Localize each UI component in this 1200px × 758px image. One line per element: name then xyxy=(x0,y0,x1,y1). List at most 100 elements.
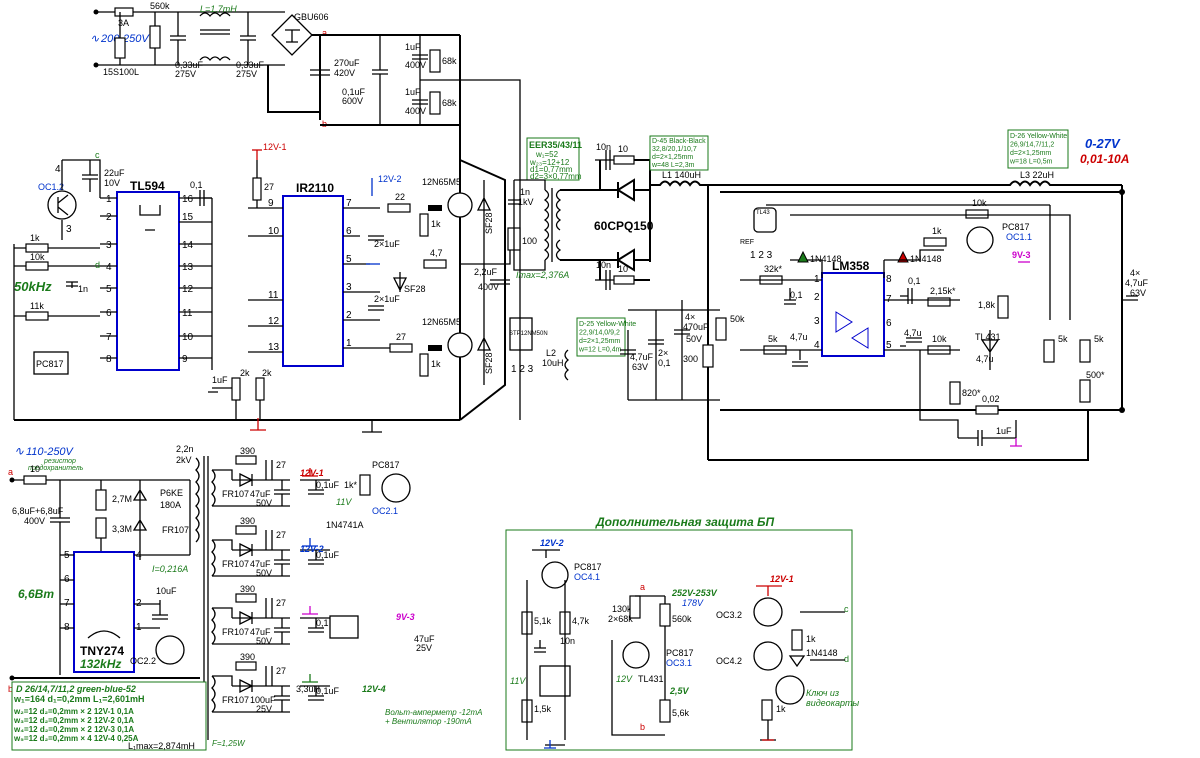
prot-252v: 252V-253V xyxy=(671,588,718,598)
c01-lm-label: 0,1 xyxy=(790,290,803,300)
tny274-frequency: 132kHz xyxy=(80,657,121,671)
l1-spec-box xyxy=(649,135,709,171)
prot-oc42: OC4.2 xyxy=(716,656,742,666)
fan-note: + Вентилятор -190mA xyxy=(385,717,472,726)
prot-node-d: d xyxy=(844,654,849,664)
fr107-label: FR107 xyxy=(222,489,249,499)
prot-r560: 560k xyxy=(672,614,692,624)
stp12-label: STP12NM50N xyxy=(509,331,548,337)
bulk-c3-label: 1uF xyxy=(405,42,421,52)
standby-rail3: 9V-3 xyxy=(396,612,415,622)
cx2-label: 0,33uF xyxy=(236,60,265,70)
r100-label: 100 xyxy=(522,236,537,246)
mosfet-high xyxy=(447,192,473,218)
r11k-tl-label: 11k xyxy=(30,301,44,311)
standby-lmax: L₁max=2,874mH xyxy=(128,741,195,751)
standby-power: 6,6Вт xyxy=(18,587,54,601)
standby-rail4: 12V-4 xyxy=(362,684,386,694)
prot-oc41: OC4.1 xyxy=(574,572,600,582)
tl594-pin-left: 2 xyxy=(106,212,112,223)
l2-spec-box xyxy=(576,317,626,357)
tl594-pin-left: 7 xyxy=(106,332,112,343)
prot-oc32: OC3.2 xyxy=(716,610,742,620)
c1n-tl-label: 1n xyxy=(78,284,88,294)
discharge-resistor-label: 560k xyxy=(150,1,170,11)
l3-spec-box xyxy=(1007,129,1069,169)
varistor-label: 15S100L xyxy=(103,67,139,77)
standby-cin-label: 6,8uF+6,8uF xyxy=(12,506,64,516)
c47b-voltage: 25V xyxy=(416,643,432,653)
prot-r1k: 1k xyxy=(806,634,816,644)
d1n-out-label: 1N4148 xyxy=(810,254,842,264)
svg-text:5: 5 xyxy=(886,340,892,351)
c47-out-label: 4,7uF xyxy=(630,352,654,362)
c-out-voltage: 25V xyxy=(256,704,272,714)
tl594-pin-left: 5 xyxy=(106,284,112,295)
bulk-c2-label: 0,1uF xyxy=(342,87,366,97)
c470-label: 4× xyxy=(685,312,695,322)
c2x1a-label: 2×1uF xyxy=(374,239,400,249)
c-out-voltage: 50V xyxy=(256,568,272,578)
c-out-label: 47uF xyxy=(250,627,271,637)
l2-value: 10uH xyxy=(542,358,564,368)
prot-r15k: 1,5k xyxy=(534,704,552,714)
tl43-label: TL43 xyxy=(756,210,770,216)
input-section: 3A ∿ 200-250V 15S100L 560k 0,33uF 275V L… xyxy=(90,1,329,129)
bulk-c3-voltage: 400V xyxy=(405,60,426,70)
prot-c10n: 10n xyxy=(560,636,575,646)
output-diode-label: 60CPQ150 xyxy=(594,219,654,233)
ir2110-chip xyxy=(282,195,344,367)
prot-pc817a: PC817 xyxy=(574,562,602,572)
ir2110-pin-right: 5 xyxy=(346,254,352,265)
transformer-spec-box xyxy=(526,137,580,181)
prot-178v: 178V xyxy=(682,598,704,608)
prot-r1kb: 1k xyxy=(776,704,786,714)
standby-note1: резистор xyxy=(43,458,76,465)
r5k-out-label: 5k xyxy=(768,334,778,344)
ir2110-pin-right: 2 xyxy=(346,310,352,321)
transformer-d1: d1=0,77mm xyxy=(530,165,573,174)
oc11-opto xyxy=(966,226,994,254)
r10ka-label: 10k xyxy=(932,334,947,344)
c47b-label: 47uF xyxy=(414,634,435,644)
ir2110-pin-left: 13 xyxy=(268,342,280,353)
standby-node-b: b xyxy=(8,684,13,694)
tl43-pins: 1 2 3 xyxy=(750,250,773,261)
bulk-c2-voltage: 600V xyxy=(342,96,363,106)
r1kb-label: 1k xyxy=(431,359,441,369)
cx1-voltage: 275V xyxy=(175,69,196,79)
c-out-voltage: 50V xyxy=(256,498,272,508)
c1u-out-label: 1uF xyxy=(996,426,1012,436)
prot-oc31: OC3.1 xyxy=(666,658,692,668)
ir2110-pin-left: 9 xyxy=(268,198,274,209)
snub-c2-label: 10n xyxy=(596,260,611,270)
c-out-label: 100uF xyxy=(250,695,276,705)
r002-label: 0,02 xyxy=(982,394,1000,404)
r300-label: 300 xyxy=(683,354,698,364)
tl594-pin-right: 14 xyxy=(182,240,194,251)
standby-ac-symbol: ∿ xyxy=(14,444,24,458)
c27-label: 27 xyxy=(276,598,286,608)
c47-out-voltage: 63V xyxy=(632,362,648,372)
c10u-standby-label: 10uF xyxy=(156,586,177,596)
tl43-package xyxy=(753,207,777,233)
zener-voltage: 11V xyxy=(336,497,352,507)
c01-label: 0,1uF xyxy=(316,550,340,560)
c-out-label: 47uF xyxy=(250,559,271,569)
protection-title: Дополнительная защита БП xyxy=(595,515,774,529)
prot-r2x68: 2×68k xyxy=(608,614,633,624)
transformer-w23: w₂₃=12+12 xyxy=(529,158,570,167)
standby-section: ∿ 110-250V резистор предохранитель a b 1… xyxy=(8,444,482,751)
transformer-d2: d2=3×0,77mm xyxy=(530,172,582,181)
prot-r56k: 5,6k xyxy=(672,708,690,718)
prot-rail1: 12V-1 xyxy=(770,574,794,584)
oc12-label: OC1.2 xyxy=(38,182,64,192)
c01-out-label: 0,1 xyxy=(658,358,671,368)
l33-label: 3,3uH xyxy=(296,684,320,694)
snub-c1-label: 10n xyxy=(596,142,611,152)
r2kb-label: 2k xyxy=(262,368,272,378)
c01-label: 0,1 xyxy=(316,618,329,628)
